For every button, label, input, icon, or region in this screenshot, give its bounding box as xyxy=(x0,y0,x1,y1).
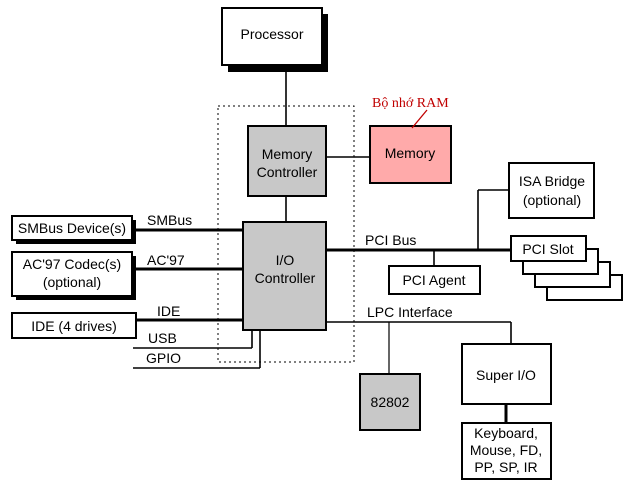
io-controller-label-line2: Controller xyxy=(255,270,316,286)
io-controller-block: I/O Controller xyxy=(242,221,327,331)
io-controller-label-line1: I/O xyxy=(276,252,295,268)
pci-agent-block: PCI Agent xyxy=(388,265,481,295)
memory-controller-block: Memory Controller xyxy=(247,125,327,197)
ide-bus-label: IDE xyxy=(157,303,180,319)
ac97-bus-label: AC'97 xyxy=(147,252,185,268)
processor-label: Processor xyxy=(240,26,303,42)
firmware-hub-label: 82802 xyxy=(371,394,410,410)
firmware-hub-block: 82802 xyxy=(359,373,421,431)
ide-drives-block: IDE (4 drives) xyxy=(11,312,137,339)
isa-bridge-block: ISA Bridge (optional) xyxy=(508,162,595,219)
super-io-label: Super I/O xyxy=(476,367,536,383)
peripherals-label-line1: Keyboard, xyxy=(474,425,538,441)
chipset-boundary xyxy=(217,105,355,363)
lpc-interface-label: LPC Interface xyxy=(367,304,453,320)
memory-annotation-pointer xyxy=(411,109,428,129)
ac97-codec-block: AC'97 Codec(s) (optional) xyxy=(11,251,136,300)
pci-slot-label: PCI Slot xyxy=(522,241,573,257)
pci-slot-stack: PCI Slot xyxy=(510,235,623,301)
ac97-codec-label-line2: (optional) xyxy=(43,274,101,290)
processor-block: Processor xyxy=(221,7,328,72)
usb-bus-label: USB xyxy=(148,330,177,346)
pci-bus-label: PCI Bus xyxy=(365,232,416,248)
ac97-codec-label-line1: AC'97 Codec(s) xyxy=(23,256,121,272)
isa-bridge-label-line2: (optional) xyxy=(523,192,581,208)
smbus-devices-block: SMBus Device(s) xyxy=(11,215,136,244)
memory-block: Memory xyxy=(369,125,452,184)
memory-controller-label-line1: Memory xyxy=(262,146,313,162)
gpio-bus-label: GPIO xyxy=(146,350,181,366)
pci-agent-label: PCI Agent xyxy=(402,272,465,288)
smbus-devices-label: SMBus Device(s) xyxy=(18,220,126,236)
ide-drives-label: IDE (4 drives) xyxy=(31,318,117,334)
smbus-bus-label: SMBus xyxy=(147,212,192,228)
isa-bridge-label-line1: ISA Bridge xyxy=(519,173,585,189)
memory-controller-label-line2: Controller xyxy=(257,164,318,180)
super-io-block: Super I/O xyxy=(461,343,552,405)
peripherals-block: Keyboard, Mouse, FD, PP, SP, IR xyxy=(461,422,552,480)
memory-label: Memory xyxy=(385,145,436,161)
memory-annotation: Bộ nhớ RAM xyxy=(372,96,449,111)
peripherals-label-line2: Mouse, FD, xyxy=(470,442,542,458)
peripherals-label-line3: PP, SP, IR xyxy=(474,459,537,475)
